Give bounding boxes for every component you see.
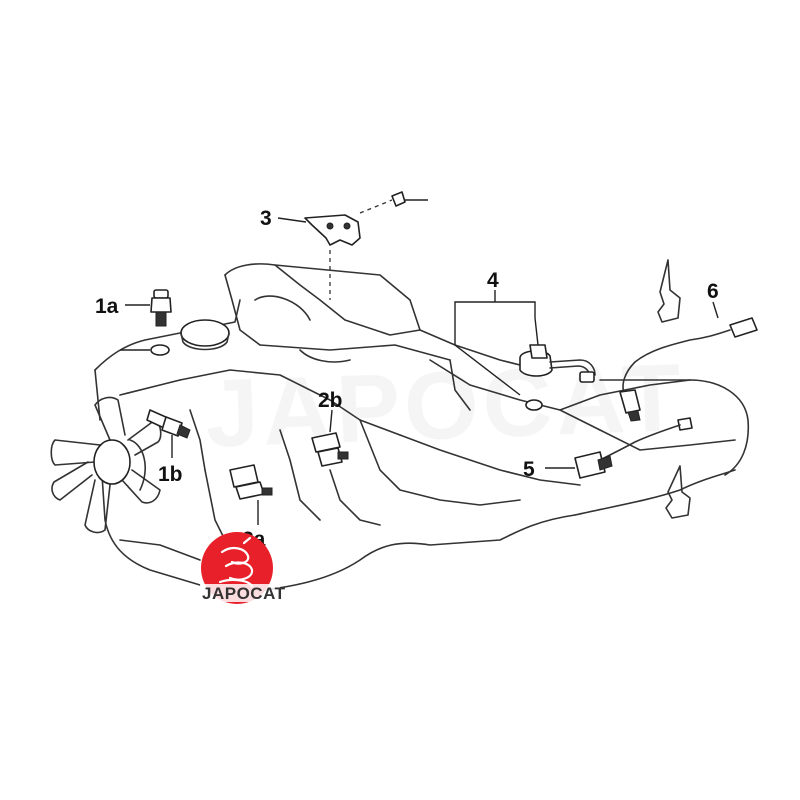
callout-2b: 2b [318,389,343,412]
callout-3: 3 [260,207,272,230]
filler-cap [180,319,230,347]
part-2b-switch [311,409,349,467]
part-3-bracket [277,191,428,300]
callout-6: 6 [707,280,719,303]
part-2a-switch [229,464,273,525]
callout-5: 5 [523,458,535,481]
sensor-washer [150,344,170,356]
part-6-o2-sensor [619,259,758,422]
part-4-sensor [454,290,596,411]
part-5-o2-sensor [545,417,693,519]
callout-1a: 1a [95,295,119,318]
japocat-logo: JAPOCAT [200,532,286,604]
callout-1b: 1b [158,463,183,486]
part-1b-sensor [146,409,191,458]
part-1a-sensor [125,289,172,327]
logo-text: JAPOCAT [202,584,286,603]
cooling-fan [50,396,162,534]
watermark-text: JAPOCAT [204,344,687,468]
callout-4: 4 [487,269,499,292]
